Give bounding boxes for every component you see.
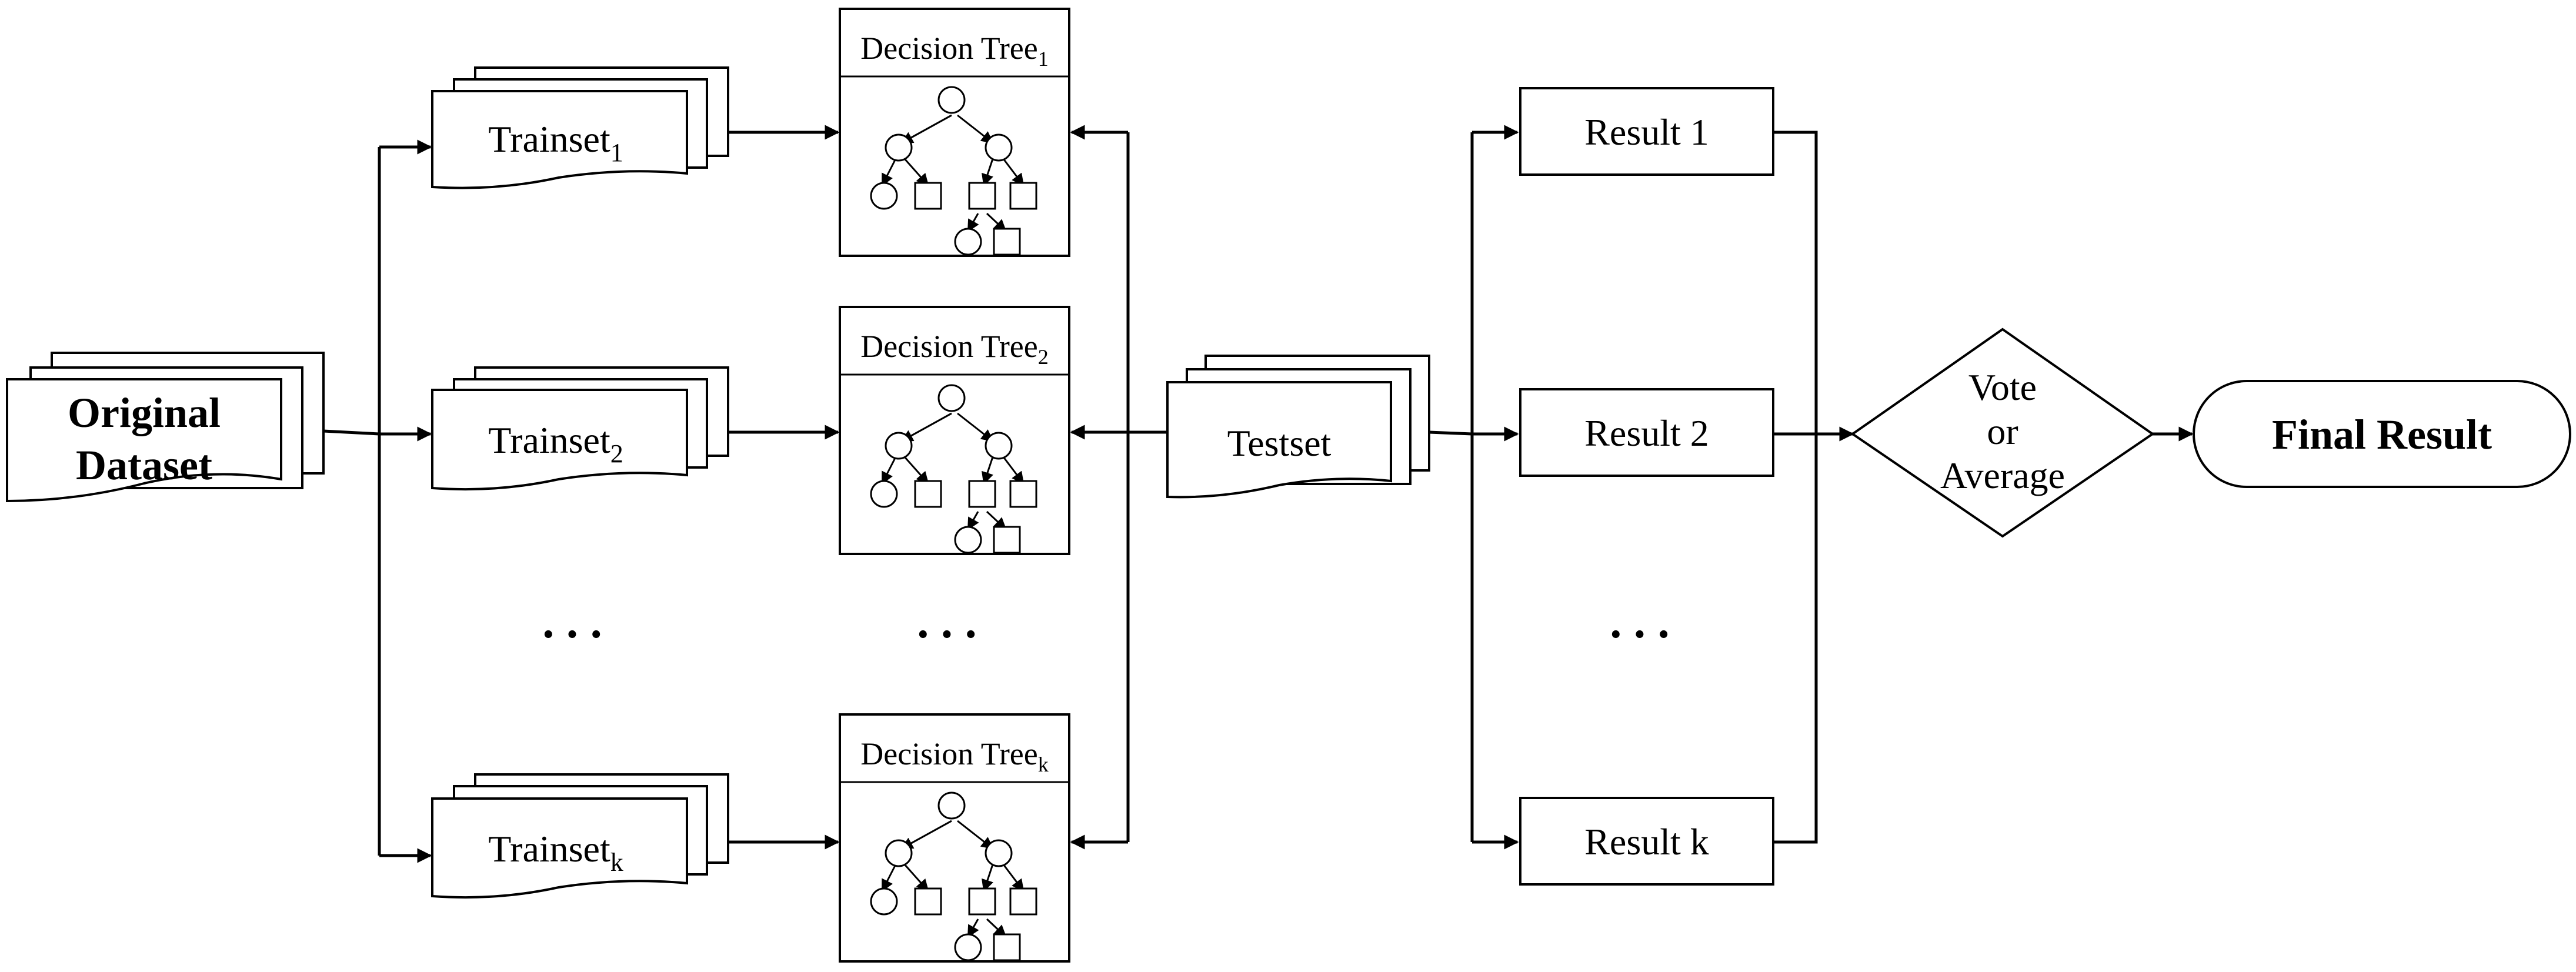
original-dataset-line2: Dataset — [76, 442, 212, 489]
trainset-k: Trainsetk — [431, 773, 729, 899]
result-1: Result 1 — [1519, 87, 1774, 176]
trainset-ellipsis: ··· — [540, 609, 612, 660]
trainset-2-sub: 2 — [610, 439, 623, 468]
result-2: Result 2 — [1519, 388, 1774, 477]
result-2-label: Result 2 — [1584, 412, 1709, 454]
decision-tree-2-sub: 2 — [1038, 345, 1049, 369]
original-dataset: Original Dataset — [6, 352, 325, 503]
result-ellipsis: ··· — [1608, 609, 1680, 660]
result-merge-bus — [1773, 131, 1818, 844]
svg-text:Trainset1: Trainset1 — [488, 118, 623, 167]
trainset-2: Trainset2 — [431, 366, 729, 491]
svg-text:Trainset2: Trainset2 — [488, 419, 623, 468]
connector-dataset — [323, 429, 380, 436]
svg-text:Decision Treek: Decision Treek — [860, 736, 1048, 776]
connector-testset — [1429, 430, 1473, 436]
original-dataset-line1: Original — [68, 389, 221, 436]
vote-line2: or — [1987, 410, 2018, 452]
testset-label: Testset — [1227, 422, 1332, 464]
trainset-k-label: Trainset — [488, 828, 610, 870]
vote-or-average: Vote or Average — [1850, 328, 2155, 538]
decision-tree-k: Decision Treek — [839, 713, 1070, 963]
decision-tree-2-label: Decision Tree — [860, 329, 1037, 364]
vote-line3: Average — [1940, 455, 2065, 496]
result-1-label: Result 1 — [1584, 111, 1709, 153]
trainset-1-sub: 1 — [610, 138, 623, 167]
decision-tree-k-sub: k — [1038, 753, 1049, 776]
tree-ellipsis: ··· — [915, 609, 987, 660]
decision-tree-1-sub: 1 — [1038, 47, 1049, 71]
decision-tree-1-label: Decision Tree — [860, 31, 1037, 66]
final-result: Final Result — [2193, 380, 2571, 488]
decision-tree-k-label: Decision Tree — [860, 736, 1037, 771]
trainset-1: Trainset1 — [431, 66, 729, 189]
decision-tree-2: Decision Tree2 — [839, 306, 1070, 555]
trainset-2-label: Trainset — [488, 419, 610, 461]
trainset-k-sub: k — [610, 848, 623, 877]
svg-text:Decision Tree1: Decision Tree1 — [860, 31, 1048, 71]
final-result-label: Final Result — [2272, 411, 2492, 458]
svg-text:Trainsetk: Trainsetk — [488, 828, 623, 877]
vote-line1: Vote — [1968, 366, 2037, 408]
decision-tree-1: Decision Tree1 — [839, 8, 1070, 257]
testset: Testset — [1166, 355, 1430, 499]
result-k-label: Result k — [1584, 821, 1709, 863]
result-k: Result k — [1519, 797, 1774, 886]
svg-text:Decision Tree2: Decision Tree2 — [860, 329, 1048, 369]
trainset-1-label: Trainset — [488, 118, 610, 160]
